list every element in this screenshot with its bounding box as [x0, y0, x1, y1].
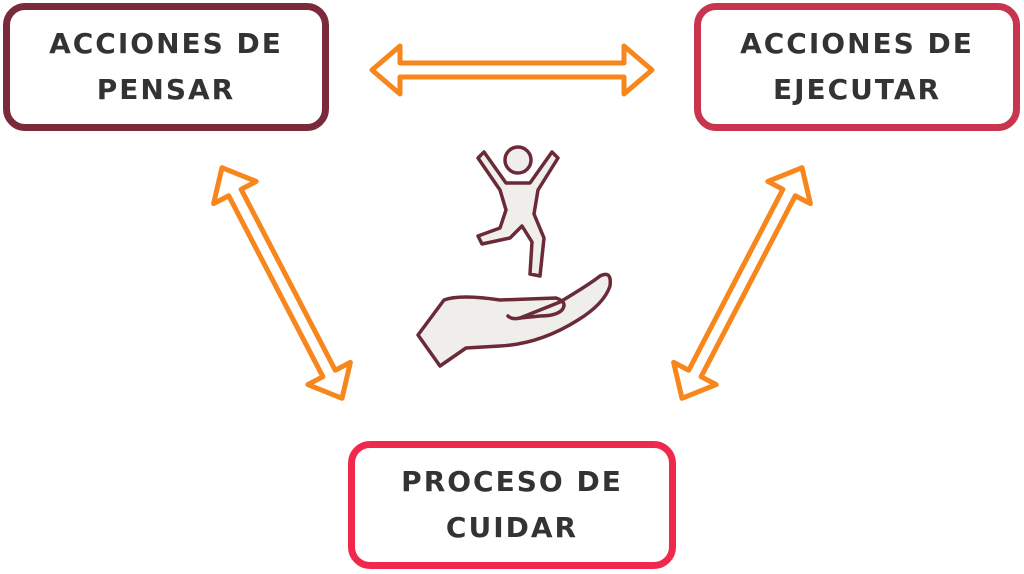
node-think-line2: PENSAR [96, 73, 236, 106]
arrow-think-execute [369, 43, 655, 97]
arrow-think-care [211, 165, 353, 401]
node-proceso-de-cuidar: PROCESO DE CUIDAR [348, 441, 676, 569]
node-care-line1: PROCESO DE [401, 465, 623, 498]
node-execute-line1: ACCIONES DE [740, 27, 974, 60]
node-acciones-de-ejecutar: ACCIONES DE EJECUTAR [694, 3, 1020, 131]
arrow-execute-care [671, 165, 813, 401]
node-care-line2: CUIDAR [445, 511, 579, 544]
node-execute-line2: EJECUTAR [772, 73, 942, 106]
node-acciones-de-pensar: ACCIONES DE PENSAR [3, 3, 329, 131]
node-think-line1: ACCIONES DE [49, 27, 283, 60]
hand-holding-person-icon [416, 145, 613, 368]
